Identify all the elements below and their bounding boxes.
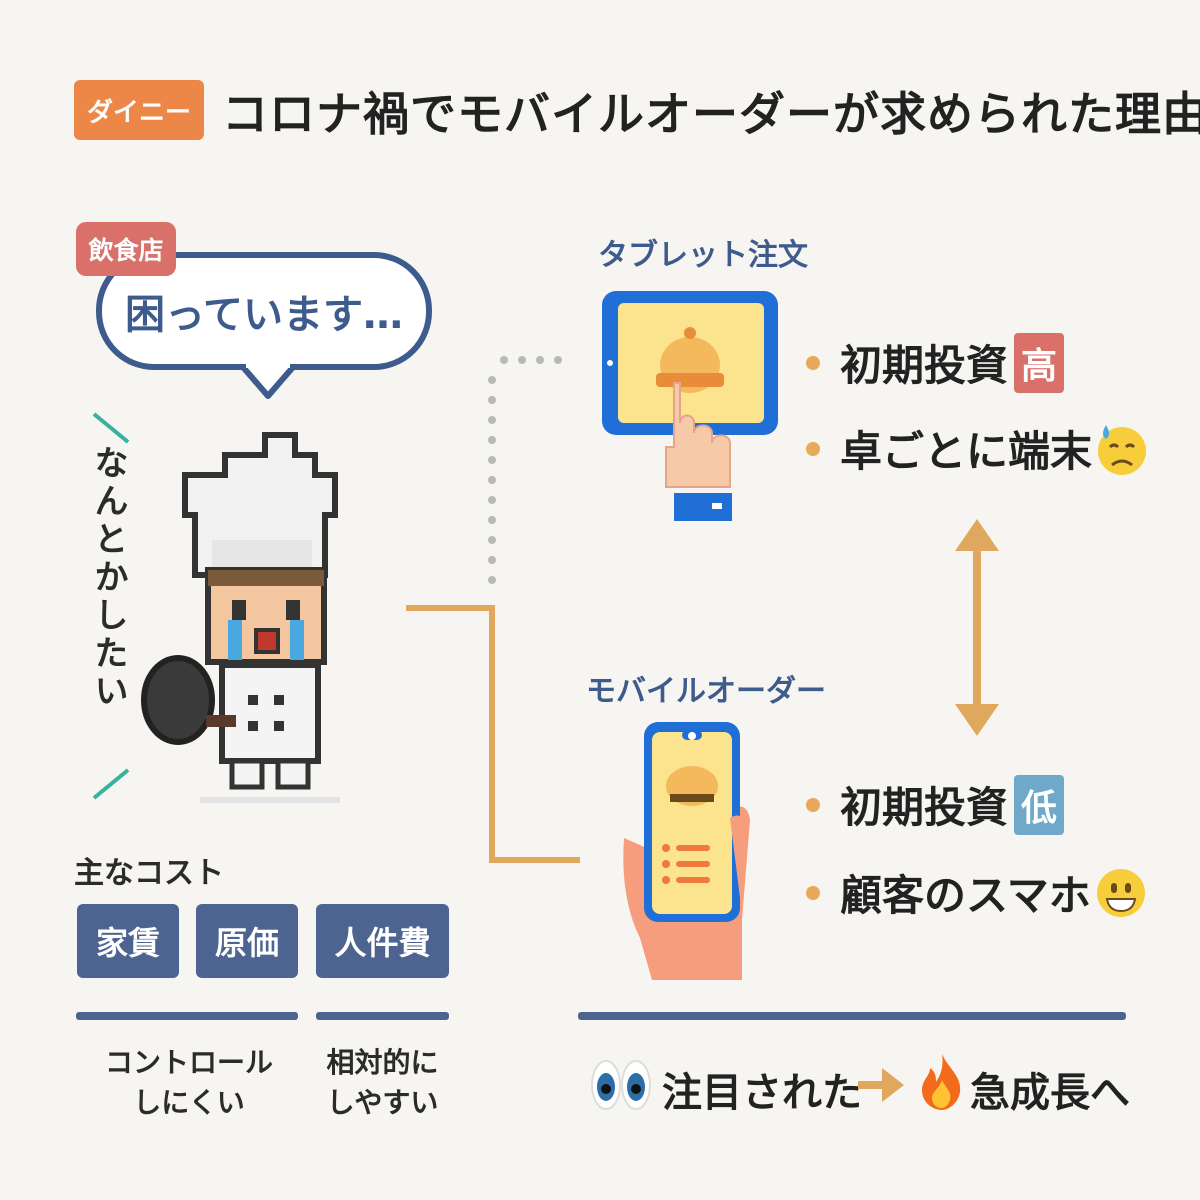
pixel-chef-illustration: [141, 432, 340, 803]
mobile-bullet2-text: 顧客のスマホ: [840, 871, 1091, 920]
tablet-bullet-cost: 初期投資 高: [806, 332, 1065, 393]
slash-bottom-icon: [92, 768, 130, 800]
eyes-icon: [591, 1060, 651, 1110]
double-arrow-icon: [955, 519, 999, 736]
bullet-dot-icon: [806, 885, 820, 900]
tablet-order-icon: [602, 291, 778, 521]
vertical-caption: なんとかしたい: [88, 445, 128, 711]
note-easy-to-control: 相対的に しやすい: [326, 1046, 439, 1119]
fire-icon: [922, 1054, 961, 1110]
tablet-bullet1-text: 初期投資: [840, 341, 1009, 390]
connector-lines: [406, 356, 580, 863]
tablet-bullet-device: 卓ごとに端末: [806, 418, 1150, 479]
page-title: コロナ禍でモバイルオーダーが求められた理由: [222, 87, 1200, 141]
mobile-bullet-device: 顧客のスマホ: [806, 862, 1149, 923]
speech-bubble: 困っています…: [96, 252, 432, 370]
right-arrow-icon: [858, 1068, 904, 1102]
bullet-dot-icon: [806, 797, 820, 812]
divider-footer: [578, 1012, 1126, 1020]
speech-text: 困っています…: [125, 292, 403, 338]
mobile-order-icon: [623, 722, 750, 980]
note-hard-to-control: コントロール しにくい: [104, 1046, 273, 1119]
cost-materials: 原価: [196, 904, 298, 978]
footer-growth: 急成長へ: [970, 1070, 1130, 1116]
costs-label: 主なコスト: [74, 856, 224, 891]
cost-rent: 家賃: [77, 904, 179, 978]
divider-hard: [76, 1012, 298, 1020]
bullet-dot-icon: [806, 355, 820, 370]
grinning-emoji-icon: [1096, 868, 1145, 917]
badge-high: 高: [1014, 332, 1065, 393]
tablet-label: タブレット注文: [598, 238, 808, 273]
sad-sweat-emoji-icon: [1098, 424, 1147, 475]
cost-labor: 人件費: [316, 904, 449, 978]
slash-top-icon: [92, 412, 130, 444]
speech-tail-icon: [239, 362, 297, 399]
footer-noticed: 注目された: [662, 1070, 862, 1116]
badge-low: 低: [1014, 774, 1065, 835]
mobile-label: モバイルオーダー: [586, 674, 826, 709]
tablet-bullet2-text: 卓ごとに端末: [840, 427, 1093, 476]
divider-easy: [316, 1012, 449, 1020]
mobile-bullet-cost: 初期投資 低: [806, 774, 1065, 835]
bullet-dot-icon: [806, 441, 820, 456]
restaurant-tag: 飲食店: [76, 222, 176, 276]
mobile-bullet1-text: 初期投資: [840, 783, 1009, 832]
brand-badge: ダイニー: [74, 80, 204, 140]
